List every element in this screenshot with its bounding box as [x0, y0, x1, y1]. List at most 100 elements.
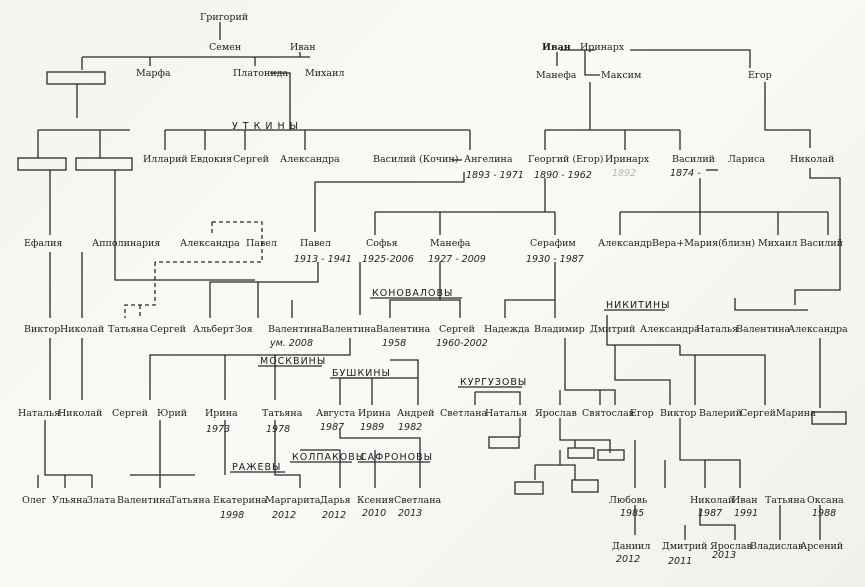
person-yaroslav1: Ярослав: [535, 408, 577, 419]
surname-utkiny: У Т К И Н Ы: [232, 121, 299, 132]
person-sergey-u: Сергей: [233, 154, 269, 165]
person-irina2: Ирина: [358, 408, 391, 419]
person-irinarkh2: Иринарх: [605, 154, 650, 165]
years-vasiliy2: 1874 -: [670, 168, 701, 179]
years-svetlana2: 2013: [398, 508, 422, 519]
years-angelina: 1893 - 1971: [466, 170, 524, 181]
years-dmitriy2: 2011: [668, 556, 692, 567]
person-egor: Егор: [748, 70, 772, 81]
person-sergey2: Сергей: [439, 324, 475, 335]
person-names: Григорий Семен Иван Марфа Платонида Миха…: [18, 12, 848, 552]
person-marfa: Марфа: [136, 68, 171, 79]
person-evdokiya: Евдокия: [190, 154, 232, 165]
person-vasiliy3: Василий: [800, 238, 843, 249]
years-daniil: 2012: [616, 554, 640, 565]
person-mikhail2: Михаил: [758, 238, 797, 249]
person-larisa: Лариса: [728, 154, 765, 165]
empty-box-7: [514, 481, 544, 495]
person-nikolay-r: Николай: [790, 154, 834, 165]
person-ekaterina: Екатерина: [213, 495, 267, 506]
person-vasiliy-kochin: Василий (Кочин): [373, 154, 458, 165]
surname-kurguzovy: КУРГУЗОВЫ: [460, 377, 527, 388]
person-svetlana1: Светлана: [440, 408, 488, 419]
years-ivan3: 1991: [734, 508, 758, 519]
person-lyubov: Любовь: [609, 495, 647, 506]
person-georgiy: Георгий (Егор): [528, 154, 604, 165]
person-valentina5: Валентина: [117, 495, 172, 506]
empty-box-8: [571, 479, 599, 493]
years-serafim: 1930 - 1987: [526, 254, 584, 265]
years-sofya: 1925-2006: [362, 254, 414, 265]
person-vera-mariya: Вера+Мария(близн): [652, 238, 755, 249]
surname-nikitiny: НИКИТИНЫ: [606, 300, 671, 311]
person-dmitriy: Дмитрий: [590, 324, 635, 335]
person-nikolay2: Николай: [58, 408, 102, 419]
person-tatyana4: Татьяна: [765, 495, 806, 506]
person-vladimir: Владимир: [534, 324, 585, 335]
years-avgusta: 1987: [320, 422, 344, 433]
empty-box-9: [811, 411, 847, 425]
person-tatyana2: Татьяна: [262, 408, 303, 419]
empty-box-2: [17, 157, 67, 171]
person-pavel: Павел: [300, 238, 331, 249]
person-tatyana1: Татьяна: [108, 324, 149, 335]
person-marina: Марина: [776, 408, 816, 419]
surname-underlines: [230, 297, 665, 473]
person-yuriy: Юрий: [157, 408, 187, 419]
years-valentina1: ум. 2008: [269, 338, 313, 349]
person-viktor2: Виктор: [660, 408, 696, 419]
person-sergey3: Сергей: [112, 408, 148, 419]
years-sergey2: 1960-2002: [436, 338, 488, 349]
years-yaroslav2: 2013: [712, 550, 736, 561]
person-efaliya: Ефалия: [24, 238, 62, 249]
person-avgusta: Августа: [316, 408, 356, 419]
person-nikolay1: Николай: [60, 324, 104, 335]
years-ekaterina: 1998: [220, 510, 244, 521]
person-zlata: Злата: [87, 495, 116, 506]
person-ulyana: Ульяна: [52, 495, 88, 506]
person-natalya2: Наталья: [18, 408, 60, 419]
person-kseniya: Ксения: [357, 495, 394, 506]
empty-box-6: [597, 449, 625, 461]
person-zoya: Зоя: [235, 324, 253, 335]
person-irina1: Ирина: [205, 408, 238, 419]
person-manefa2: Манефа: [430, 238, 471, 249]
person-oleg: Олег: [22, 495, 46, 506]
empty-box-4: [488, 436, 520, 449]
life-years: 1893 - 1971 1890 - 1962 1892 1874 - 1913…: [206, 168, 836, 567]
person-grigory: Григорий: [200, 12, 248, 23]
person-albert: Альберт: [193, 324, 234, 335]
person-svyatoslav: Святослав: [582, 408, 634, 419]
tree-connectors: [37, 22, 841, 540]
person-mikhail-top: Михаил: [305, 68, 344, 79]
person-sergey4: Сергей: [740, 408, 776, 419]
empty-box-1: [46, 71, 106, 85]
person-sergey1: Сергей: [150, 324, 186, 335]
person-margarita: Маргарита: [265, 495, 321, 506]
empty-box-5: [567, 447, 595, 459]
years-kseniya: 2010: [362, 508, 386, 519]
person-yaroslav2: Ярослав: [710, 541, 752, 552]
years-darya: 2012: [322, 510, 346, 521]
years-tatyana2: 1978: [266, 424, 290, 435]
person-natalya1: Наталья: [696, 324, 738, 335]
surname-labels: У Т К И Н Ы КОНОВАЛОВЫ НИКИТИНЫ МОСКВИНЫ…: [232, 121, 671, 473]
person-illariy: Илларий: [143, 154, 188, 165]
empty-person-boxes: [17, 71, 847, 495]
years-andrey: 1982: [398, 422, 422, 433]
person-egor2: Егор: [630, 408, 654, 419]
person-ivan-top: Иван: [290, 42, 316, 53]
years-oksana: 1988: [812, 508, 836, 519]
surname-razhevy: РАЖЕВЫ: [232, 462, 281, 473]
person-sofya: Софья: [366, 238, 398, 249]
years-irina1: 1973: [206, 424, 230, 435]
person-nikolay3: Николай: [690, 495, 734, 506]
person-valentina2: Валентина: [322, 324, 377, 335]
person-aleksandr: Александр: [598, 238, 652, 249]
person-aleksandra4: Александра: [788, 324, 848, 335]
person-svetlana2: Светлана: [394, 495, 442, 506]
person-tatyana3: Татьяна: [170, 495, 211, 506]
surname-bushkiny: БУШКИНЫ: [332, 368, 391, 379]
person-natalya3: Наталья: [485, 408, 527, 419]
